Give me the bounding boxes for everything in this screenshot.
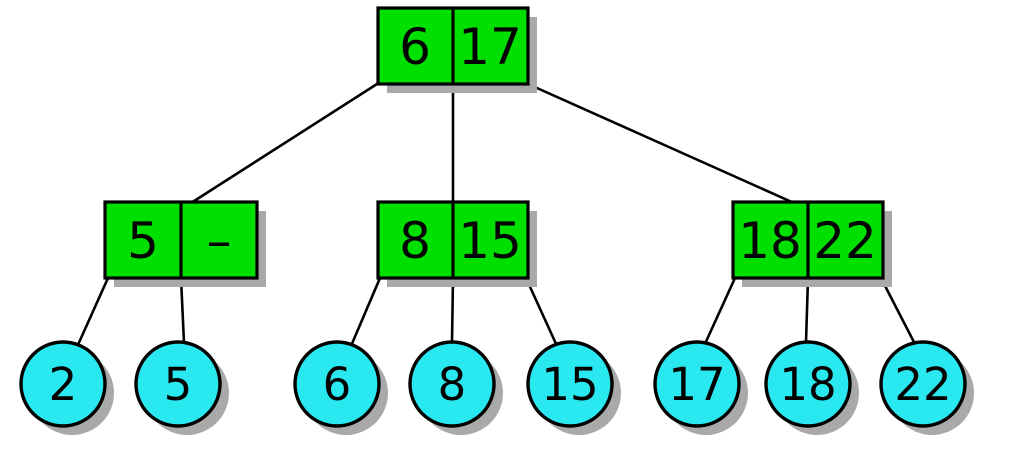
edge-root-to-left-node: [189, 82, 379, 205]
internal-right-key-1: 18: [738, 212, 802, 270]
leaf-18-circle: [764, 340, 852, 428]
internal-middle-key-1: 8: [399, 212, 431, 270]
leaf-8-label: 8: [438, 358, 467, 411]
leaf-6-label: 6: [323, 358, 352, 411]
internal-right-key-2: 22: [813, 212, 877, 270]
leaf-5-label: 5: [164, 358, 193, 411]
leaf-node-6: 6: [293, 340, 388, 435]
edge-middle-node-to-leaf-8: [450, 276, 455, 344]
leaf-2-label: 2: [49, 358, 78, 411]
internal-middle-key-2: 15: [458, 212, 522, 270]
leaf-15-label: 15: [541, 358, 598, 411]
internal-node-right: 18 22: [731, 200, 892, 287]
leaf-6-circle: [293, 340, 381, 428]
leaf-node-17: 17: [653, 340, 748, 435]
internal-left-key-1: 5: [127, 212, 159, 270]
edge-left-node-to-leaf-5: [179, 276, 186, 345]
root-key-1: 6: [399, 18, 431, 76]
leaf-node-2: 2: [19, 340, 114, 435]
leaf-2-circle: [19, 340, 107, 428]
edge-root-to-right-node: [526, 82, 796, 205]
root-node: 6 17: [376, 6, 537, 93]
edge-middle-node-to-leaf-6: [349, 276, 382, 348]
edge-right-node-to-leaf-17: [702, 276, 737, 348]
edge-middle-node-to-leaf-15: [524, 276, 559, 348]
leaf-22-circle: [879, 340, 967, 428]
leaf-node-18: 18: [764, 340, 859, 435]
leaf-node-5: 5: [134, 340, 229, 435]
leaf-node-15: 15: [526, 340, 621, 435]
edges: [75, 82, 918, 349]
edge-right-node-to-leaf-22: [879, 276, 918, 348]
edge-right-node-to-leaf-18: [804, 276, 810, 344]
leaf-22-label: 22: [894, 358, 951, 411]
root-key-2: 17: [458, 18, 522, 76]
leaf-18-label: 18: [779, 358, 836, 411]
edge-left-node-to-leaf-2: [75, 276, 110, 349]
leaf-node-8: 8: [408, 340, 503, 435]
leaf-5-circle: [134, 340, 222, 428]
leaf-17-circle: [653, 340, 741, 428]
leaf-17-label: 17: [668, 358, 725, 411]
internal-left-key-2: –: [207, 212, 232, 270]
leaf-node-22: 22: [879, 340, 974, 435]
internal-node-left: 5 –: [103, 200, 266, 287]
leaf-15-circle: [526, 340, 614, 428]
internal-node-middle: 8 15: [376, 200, 537, 287]
leaf-8-circle: [408, 340, 496, 428]
